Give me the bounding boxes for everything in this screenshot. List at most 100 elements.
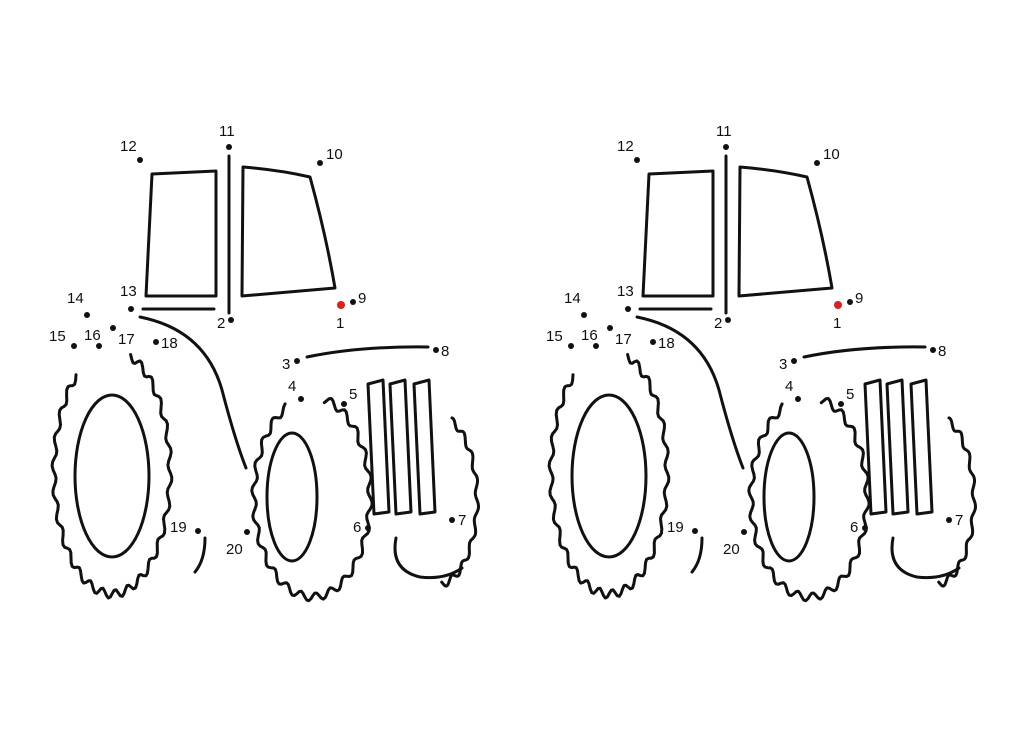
dot-marker[interactable] <box>862 525 868 531</box>
dot-7[interactable]: 7 <box>946 512 963 529</box>
dot-17[interactable]: 17 <box>110 325 135 348</box>
dot-marker[interactable] <box>228 317 234 323</box>
dot-marker[interactable] <box>581 312 587 318</box>
dot-number-label: 4 <box>288 378 296 395</box>
dot-marker[interactable] <box>634 157 640 163</box>
dot-marker[interactable] <box>153 339 159 345</box>
dot-marker[interactable] <box>838 401 844 407</box>
dot-marker[interactable] <box>795 396 801 402</box>
dot-number-label: 20 <box>226 541 243 558</box>
dot-number-label: 5 <box>846 386 854 403</box>
dot-4[interactable]: 4 <box>288 378 304 402</box>
dot-8[interactable]: 8 <box>433 343 449 360</box>
dot-11[interactable]: 11 <box>716 123 732 150</box>
dot-marker[interactable] <box>725 317 731 323</box>
dot-6[interactable]: 6 <box>353 519 371 536</box>
dot-marker[interactable] <box>650 339 656 345</box>
dot-marker[interactable] <box>341 401 347 407</box>
dot-marker[interactable] <box>128 306 134 312</box>
grille-bar <box>885 378 910 516</box>
dot-2[interactable]: 2 <box>714 315 731 332</box>
dot-19[interactable]: 19 <box>170 519 201 536</box>
dot-number-label: 17 <box>615 331 632 348</box>
dot-15[interactable]: 15 <box>546 328 574 349</box>
dot-marker[interactable] <box>433 347 439 353</box>
dot-15[interactable]: 15 <box>49 328 77 349</box>
front-wheel-hub <box>265 431 319 563</box>
dot-marker[interactable] <box>625 306 631 312</box>
dot-10[interactable]: 10 <box>317 146 343 166</box>
dot-marker[interactable] <box>244 529 250 535</box>
dot-number-label: 7 <box>955 512 963 529</box>
dot-marker[interactable] <box>110 325 116 331</box>
cab-rear-window <box>641 169 715 298</box>
dot-marker[interactable] <box>317 160 323 166</box>
dot-20[interactable]: 20 <box>226 529 250 558</box>
dot-marker[interactable] <box>692 528 698 534</box>
grille-bar <box>366 378 391 516</box>
dot-marker[interactable] <box>449 517 455 523</box>
dot-17[interactable]: 17 <box>607 325 632 348</box>
dot-number-label: 11 <box>219 123 235 140</box>
start-dot[interactable] <box>337 301 345 309</box>
dot-marker[interactable] <box>814 160 820 166</box>
dot-number-label: 15 <box>49 328 66 345</box>
dot-marker[interactable] <box>226 144 232 150</box>
dot-9[interactable]: 9 <box>847 290 863 307</box>
dot-5[interactable]: 5 <box>341 386 357 407</box>
dot-marker[interactable] <box>350 299 356 305</box>
start-dot[interactable] <box>834 301 842 309</box>
rear-tire <box>50 353 174 600</box>
dot-marker[interactable] <box>137 157 143 163</box>
dot-8[interactable]: 8 <box>930 343 946 360</box>
cab-front-window <box>240 165 337 298</box>
dot-number-label: 3 <box>779 356 787 373</box>
dot-marker[interactable] <box>791 358 797 364</box>
dot-number-label: 5 <box>349 386 357 403</box>
dot-marker[interactable] <box>607 325 613 331</box>
dot-16[interactable]: 16 <box>581 327 599 349</box>
dot-14[interactable]: 14 <box>67 290 90 318</box>
dot-4[interactable]: 4 <box>785 378 801 402</box>
dot-1[interactable]: 1 <box>336 301 345 332</box>
dot-marker[interactable] <box>365 525 371 531</box>
dot-12[interactable]: 12 <box>120 138 143 163</box>
dot-marker[interactable] <box>294 358 300 364</box>
dot-9[interactable]: 9 <box>350 290 366 307</box>
dot-marker[interactable] <box>298 396 304 402</box>
dot-2[interactable]: 2 <box>217 315 234 332</box>
dot-3[interactable]: 3 <box>779 356 797 373</box>
dot-marker[interactable] <box>195 528 201 534</box>
dot-14[interactable]: 14 <box>564 290 587 318</box>
dot-marker[interactable] <box>84 312 90 318</box>
dot-marker[interactable] <box>71 343 77 349</box>
dot-6[interactable]: 6 <box>850 519 868 536</box>
dot-1[interactable]: 1 <box>833 301 842 332</box>
dot-20[interactable]: 20 <box>723 529 747 558</box>
dot-marker[interactable] <box>847 299 853 305</box>
dot-number-label: 20 <box>723 541 740 558</box>
dot-5[interactable]: 5 <box>838 386 854 407</box>
dot-13[interactable]: 13 <box>617 283 634 312</box>
dot-19[interactable]: 19 <box>667 519 698 536</box>
dot-18[interactable]: 18 <box>650 335 675 352</box>
dot-11[interactable]: 11 <box>219 123 235 150</box>
dot-marker[interactable] <box>723 144 729 150</box>
rear-tire <box>547 353 671 600</box>
dot-12[interactable]: 12 <box>617 138 640 163</box>
dot-marker[interactable] <box>593 343 599 349</box>
dot-10[interactable]: 10 <box>814 146 840 166</box>
dot-18[interactable]: 18 <box>153 335 178 352</box>
dot-marker[interactable] <box>741 529 747 535</box>
dot-7[interactable]: 7 <box>449 512 466 529</box>
dot-marker[interactable] <box>930 347 936 353</box>
rear-wheel-hub <box>570 393 648 559</box>
dot-13[interactable]: 13 <box>120 283 137 312</box>
dot-marker[interactable] <box>96 343 102 349</box>
dot-3[interactable]: 3 <box>282 356 300 373</box>
dot-16[interactable]: 16 <box>84 327 102 349</box>
dot-number-label: 14 <box>67 290 84 307</box>
dot-marker[interactable] <box>568 343 574 349</box>
dot-marker[interactable] <box>946 517 952 523</box>
